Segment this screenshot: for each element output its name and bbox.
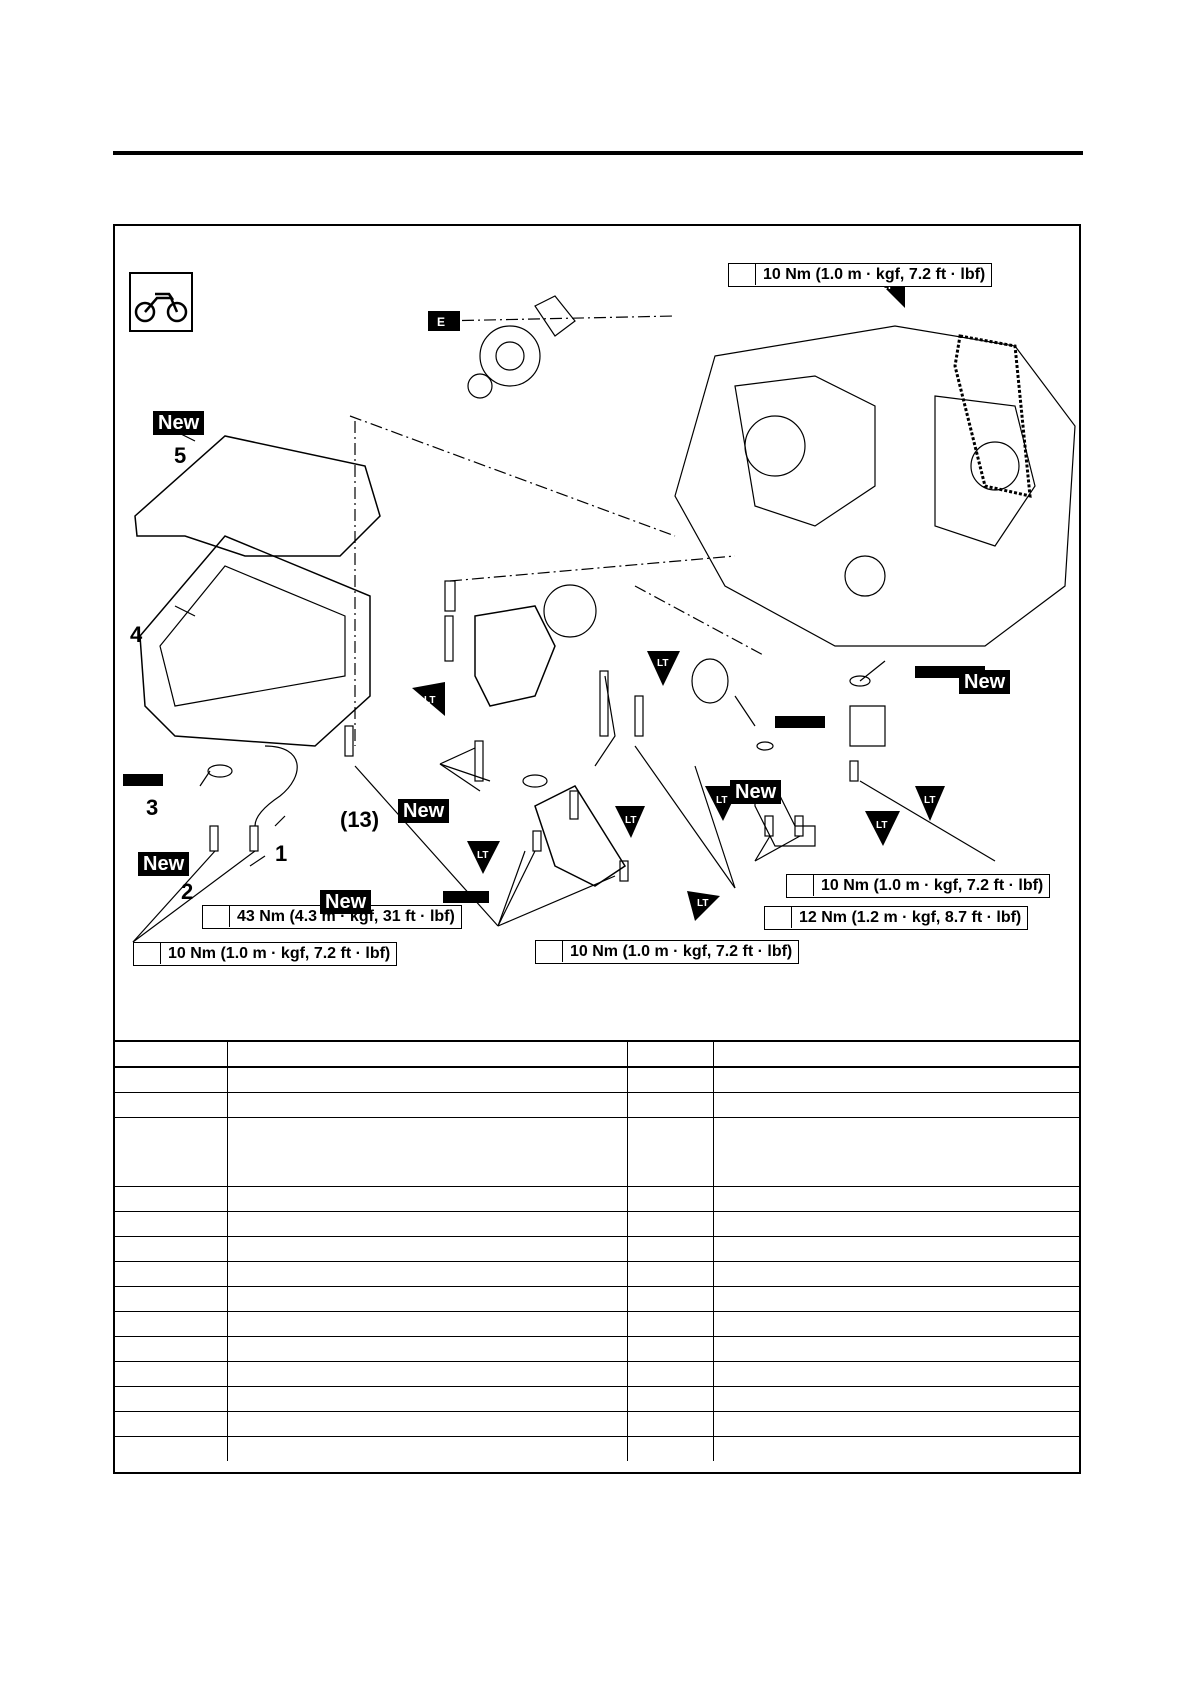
torque-spec-bottom-mid: 10 Nm (1.0 m · kgf, 7.2 ft · lbf) xyxy=(535,940,800,964)
callout-3: 3 xyxy=(146,795,159,820)
header-rule xyxy=(113,151,1083,155)
relief-valve xyxy=(849,705,886,747)
table-row xyxy=(115,1117,1079,1187)
table-row xyxy=(115,1040,1079,1067)
svg-text:LT: LT xyxy=(716,795,727,806)
new-tag-mid-right: New xyxy=(730,780,782,804)
table-row xyxy=(115,1411,1079,1437)
callout-13: (13) xyxy=(340,807,380,832)
oil-pan xyxy=(139,535,371,747)
table-row xyxy=(115,1436,1079,1461)
wrench-icon xyxy=(203,906,230,927)
svg-text:LT: LT xyxy=(924,795,935,806)
cam-chain xyxy=(953,334,1032,498)
callout-5: 5 xyxy=(174,443,187,468)
table-row xyxy=(115,1336,1079,1362)
table-row xyxy=(115,1386,1079,1412)
table-row xyxy=(115,1066,1079,1093)
wrench-icon xyxy=(729,264,756,285)
new-tag-gasket: New xyxy=(153,411,205,435)
svg-text:LT: LT xyxy=(876,820,887,831)
oil-pump xyxy=(474,605,556,707)
table-row xyxy=(115,1286,1079,1312)
oil-pan-gasket xyxy=(134,435,381,557)
callout-4: 4 xyxy=(130,622,143,647)
parts-table xyxy=(115,1040,1079,1461)
svg-text:LT: LT xyxy=(424,695,435,706)
wrench-icon xyxy=(787,875,814,896)
wrench-icon xyxy=(765,907,792,928)
new-tag-right: New xyxy=(959,670,1011,694)
motorcycle-icon xyxy=(129,272,193,332)
wrench-icon xyxy=(536,941,563,962)
torque-spec-right-1: 10 Nm (1.0 m · kgf, 7.2 ft · lbf) xyxy=(786,874,1051,898)
table-row xyxy=(115,1092,1079,1118)
svg-text:LT: LT xyxy=(657,658,668,669)
table-row xyxy=(115,1236,1079,1262)
new-tag-left: New xyxy=(138,852,190,876)
diagram-drawing: LT LT LT LT LT LT LT LT LT E xyxy=(123,273,1076,943)
gear xyxy=(479,325,541,387)
torque-spec-right-2: 12 Nm (1.2 m · kgf, 8.7 ft · lbf) xyxy=(764,906,1029,930)
table-row xyxy=(115,1361,1079,1387)
svg-text:LT: LT xyxy=(697,898,708,909)
new-tag-mid: New xyxy=(398,799,450,823)
svg-text:LT: LT xyxy=(477,850,488,861)
sensor-lead xyxy=(254,745,298,827)
e-oil-icon: E xyxy=(428,311,460,331)
torque-spec-bottom-left: 10 Nm (1.0 m · kgf, 7.2 ft · lbf) xyxy=(133,942,398,966)
exploded-view-frame: LT LT LT LT LT LT LT LT LT E xyxy=(113,224,1081,1474)
callout-1: 1 xyxy=(275,841,288,866)
table-row xyxy=(115,1211,1079,1237)
table-row xyxy=(115,1311,1079,1337)
new-tag-drain: New xyxy=(320,890,372,914)
lt-sealant-icon xyxy=(412,273,945,921)
torque-spec-top: 10 Nm (1.0 m · kgf, 7.2 ft · lbf) xyxy=(728,263,993,287)
oil-strainer xyxy=(534,785,627,887)
oil-pump-exploded-diagram: LT LT LT LT LT LT LT LT LT E xyxy=(115,226,1079,1040)
ls-grease-icon xyxy=(123,666,985,903)
svg-text:LT: LT xyxy=(625,815,636,826)
svg-text:E: E xyxy=(437,315,445,329)
callout-2: 2 xyxy=(181,879,194,904)
table-row xyxy=(115,1261,1079,1287)
wrench-icon xyxy=(134,943,161,964)
table-row xyxy=(115,1186,1079,1212)
crankcase-outline xyxy=(674,325,1076,647)
